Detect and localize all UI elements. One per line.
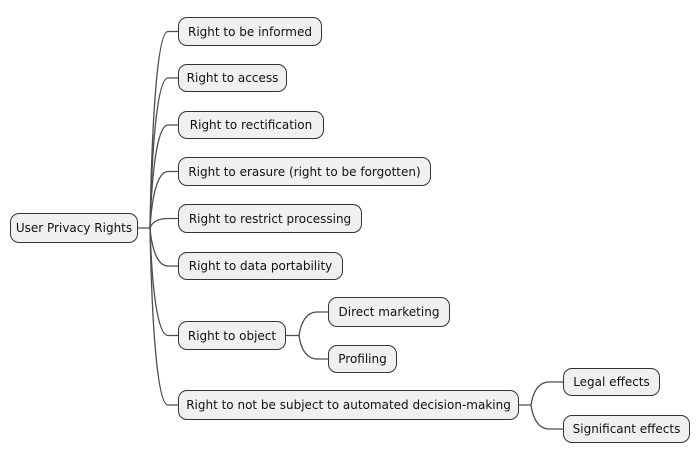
node-right-to-access: Right to access	[178, 64, 287, 92]
node-profiling: Profiling	[328, 345, 397, 373]
edge-object-profiling	[298, 334, 329, 360]
node-right-to-object: Right to object	[178, 321, 286, 350]
edge-root-portability	[149, 227, 179, 267]
edge-automated-legal	[530, 381, 564, 406]
node-right-to-be-informed: Right to be informed	[178, 17, 322, 46]
node-right-to-rectification: Right to rectification	[178, 111, 324, 139]
node-direct-marketing: Direct marketing	[328, 297, 450, 327]
node-legal-effects: Legal effects	[563, 368, 660, 396]
node-right-to-not-be-subject-to-automated-decision-making: Right to not be subject to automated dec…	[178, 390, 519, 420]
node-significant-effects: Significant effects	[563, 415, 690, 443]
edge-root-erasure	[149, 170, 179, 229]
edge-root-automated	[149, 227, 179, 406]
edge-object-direct	[298, 311, 329, 337]
node-right-to-data-portability: Right to data portability	[178, 252, 343, 280]
edge-automated-significant	[530, 404, 564, 430]
edge-root-rectification	[149, 124, 179, 229]
node-user-privacy-rights: User Privacy Rights	[10, 213, 138, 243]
node-right-to-restrict-processing: Right to restrict processing	[178, 204, 362, 233]
edge-root-restrict	[149, 217, 179, 229]
node-right-to-erasure: Right to erasure (right to be forgotten)	[178, 157, 431, 186]
edge-root-object	[149, 227, 179, 337]
